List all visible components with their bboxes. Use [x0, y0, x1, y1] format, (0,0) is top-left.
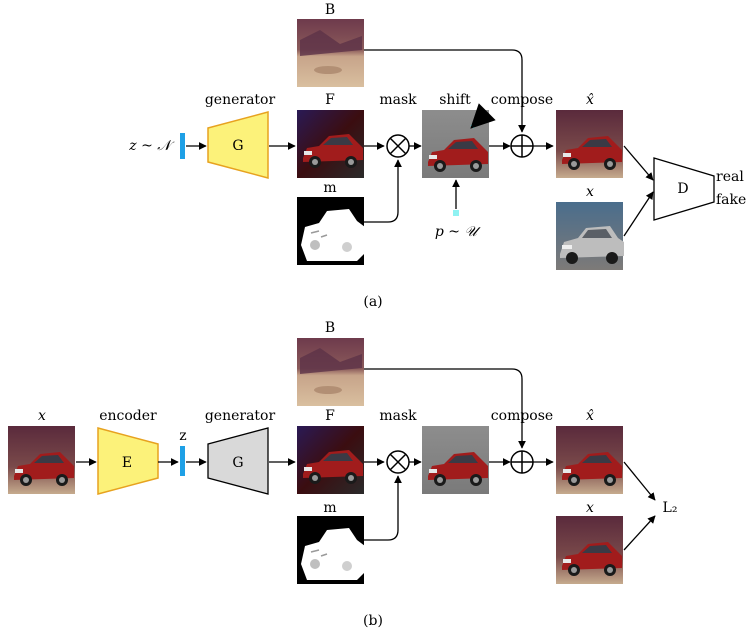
label-shift-a: shift — [439, 92, 471, 108]
label-xhat-a: x̂ — [586, 92, 594, 108]
label-m-b: m — [323, 500, 336, 516]
composed-image-a — [556, 110, 623, 178]
multiply-operator-a — [386, 134, 410, 158]
label-x-b: x — [586, 500, 594, 516]
arrow-x-to-D — [623, 191, 654, 237]
mask-image-a — [297, 197, 366, 265]
encoder-E: E — [122, 455, 132, 471]
generator-block-b — [207, 427, 269, 495]
latent-bar-b — [180, 446, 185, 476]
arrow-xhat-to-D — [623, 145, 654, 181]
arrow-B-to-compose-a — [364, 49, 526, 133]
label-compose-b: compose — [491, 408, 553, 424]
panel-b: B x encoder E z generator G F — [8, 320, 677, 629]
foreground-image-a — [297, 110, 364, 178]
label-generator-b: generator — [205, 408, 276, 424]
label-compose-a: compose — [491, 92, 553, 108]
noise-label: z ~ 𝒩 — [128, 138, 175, 154]
composed-image-b — [556, 426, 623, 494]
compose-operator-b — [510, 450, 534, 474]
label-fake: fake — [716, 192, 746, 208]
caption-a: (a) — [363, 294, 382, 310]
arrow-m-to-mask-b — [364, 475, 402, 541]
label-real: real — [716, 169, 744, 185]
label-mask-b: mask — [379, 408, 417, 424]
shift-param-marker — [453, 210, 459, 216]
masked-image-b — [422, 426, 489, 494]
background-image-a — [297, 19, 364, 87]
arrow-xhat-to-L2 — [623, 461, 656, 501]
generator-block-a — [207, 111, 269, 179]
label-B-b: B — [325, 320, 335, 336]
background-image-b — [297, 338, 364, 406]
label-mask-a: mask — [379, 92, 417, 108]
generator-G-b: G — [232, 455, 243, 471]
arrow-x-to-L2 — [623, 515, 656, 551]
caption-b: (b) — [363, 613, 383, 629]
label-B-a: B — [325, 2, 335, 18]
foreground-image-b — [297, 426, 364, 494]
label-generator-a: generator — [205, 92, 276, 108]
shifted-image-a — [422, 103, 496, 178]
discriminator-D: D — [677, 181, 688, 197]
input-image-b — [8, 426, 75, 494]
compose-operator-a — [510, 134, 534, 158]
mask-image-b — [297, 516, 366, 584]
multiply-operator-b — [386, 450, 410, 474]
arrow-B-to-compose-b — [364, 368, 526, 449]
label-xhat-b: x̂ — [586, 408, 594, 424]
label-encoder: encoder — [99, 408, 157, 424]
real-image-a — [556, 202, 624, 270]
label-F-b: F — [325, 408, 335, 424]
generator-G-a: G — [232, 138, 243, 154]
shift-param-label: p ~ 𝒰 — [435, 224, 482, 240]
label-x-a: x — [586, 184, 594, 200]
label-x-input-b: x — [38, 408, 46, 424]
panel-a: B z ~ 𝒩 generator G F m ma — [128, 2, 746, 310]
label-m-a: m — [323, 180, 336, 196]
label-z-b: z — [179, 428, 186, 444]
real-image-b — [556, 516, 623, 584]
discriminator-block — [653, 157, 715, 221]
encoder-block — [97, 427, 159, 495]
latent-bar-a — [180, 133, 185, 159]
arrow-m-to-mask-a — [364, 159, 402, 223]
label-F-a: F — [325, 92, 335, 108]
loss-L2: L₂ — [663, 500, 678, 516]
